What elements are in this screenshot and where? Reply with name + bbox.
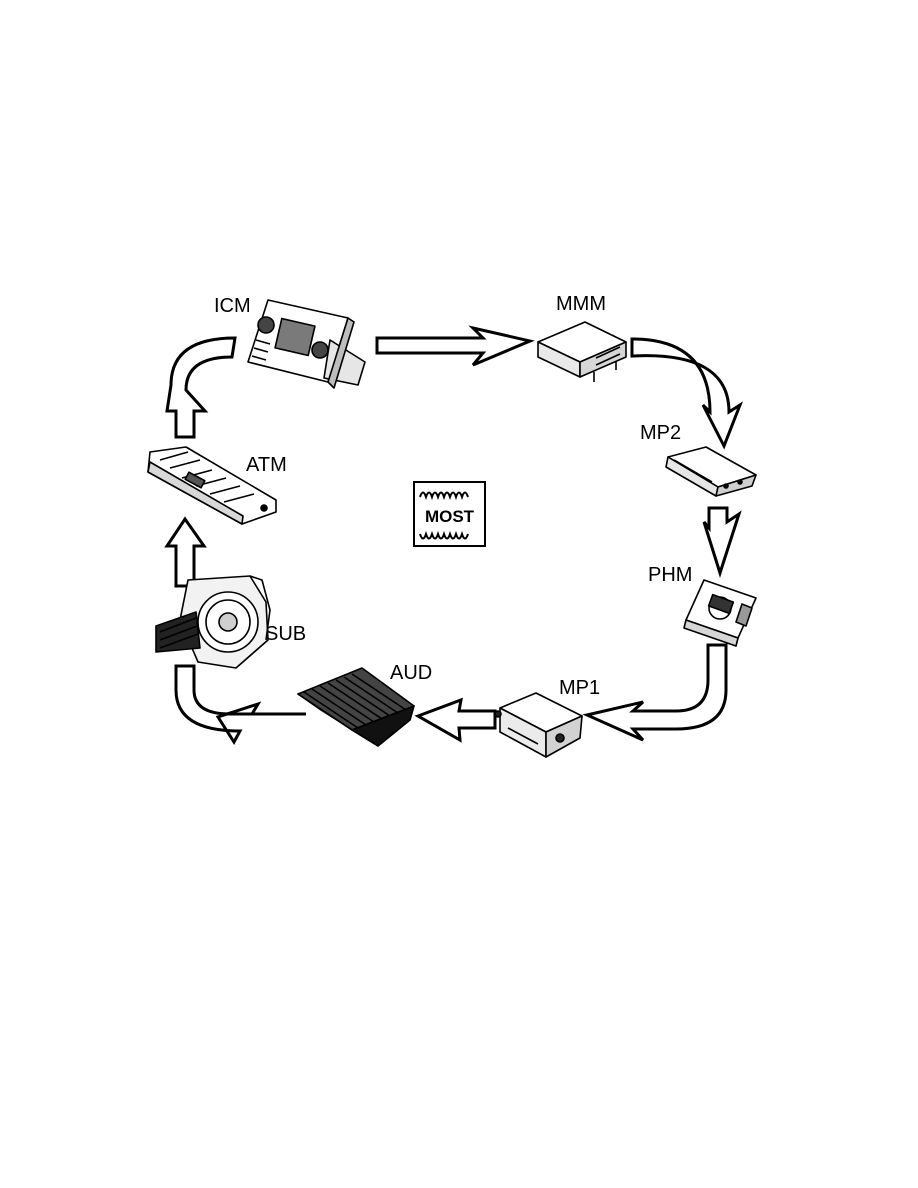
label-mp2: MP2 — [640, 422, 681, 444]
mmm-device-icon — [537, 321, 627, 382]
label-mp1: MP1 — [559, 677, 600, 699]
icm-device-icon — [247, 299, 366, 389]
phm-device-icon — [683, 579, 757, 647]
sub-device-icon — [155, 575, 271, 669]
most-logo: MOST — [413, 481, 486, 547]
arrow-sub-to-atm — [164, 516, 207, 588]
label-sub: SUB — [265, 623, 306, 645]
label-aud: AUD — [390, 662, 432, 684]
arrow-mp1-to-aud — [414, 697, 497, 743]
atm-device-icon — [147, 446, 277, 525]
label-phm: PHM — [648, 564, 692, 586]
label-atm: ATM — [246, 454, 287, 476]
arrow-mmm-to-mp2 — [630, 337, 744, 450]
arrow-icm-to-mmm — [375, 325, 535, 367]
most-logo-text: MOST — [425, 507, 475, 526]
arrow-atm-to-icm — [165, 336, 237, 439]
label-mmm: MMM — [556, 293, 606, 315]
mp2-device-icon — [665, 446, 757, 497]
aud-device-icon — [297, 667, 415, 747]
label-icm: ICM — [214, 295, 251, 317]
arrow-mp2-to-phm — [702, 506, 742, 578]
mp1-device-icon — [494, 692, 583, 758]
arrow-aud-to-sub — [174, 664, 306, 745]
arrow-phm-to-mp1 — [582, 643, 728, 742]
